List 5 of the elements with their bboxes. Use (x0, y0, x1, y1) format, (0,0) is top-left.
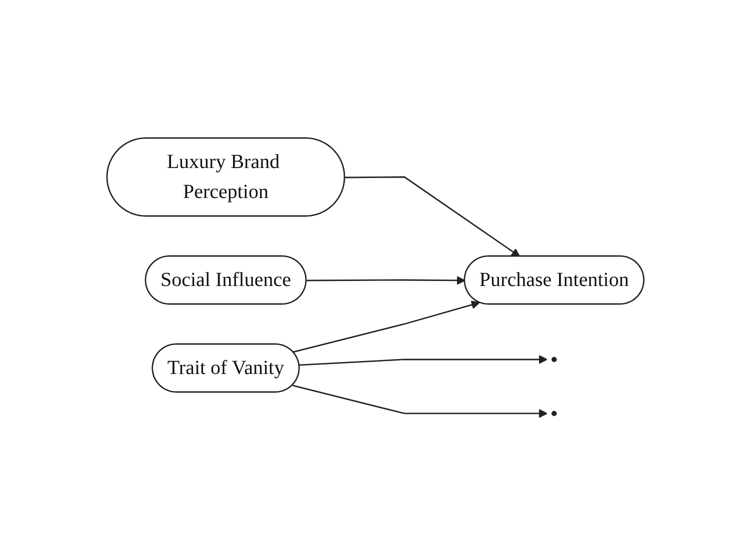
arrow (344, 176, 520, 257)
arrow (306, 276, 465, 285)
arrow (298, 354, 548, 366)
arrow (292, 300, 480, 352)
arrow (292, 384, 548, 418)
